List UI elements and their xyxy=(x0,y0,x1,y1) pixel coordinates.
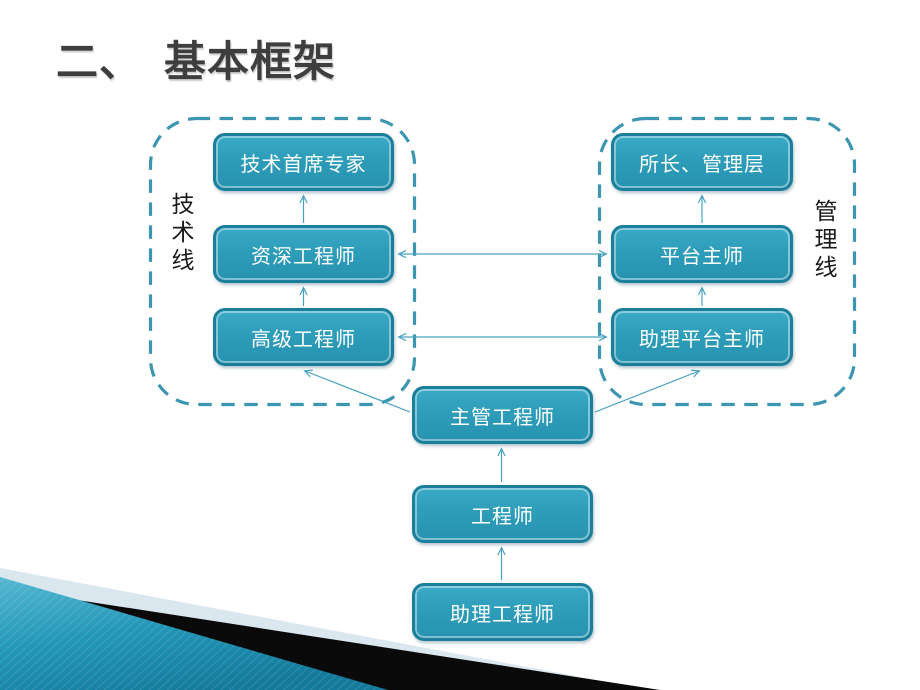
box-platform-master: 平台主师 xyxy=(611,225,793,283)
box-assistant-platform-master: 助理平台主师 xyxy=(611,308,793,366)
connector-supervising-to-assistant-platform xyxy=(594,369,701,413)
management-line-label: 管理线 xyxy=(811,199,837,283)
connector-supervising-to-advanced xyxy=(303,369,411,413)
slide-title: 二、 基本框架 xyxy=(56,38,337,85)
box-advanced-engineer: 高级工程师 xyxy=(213,308,394,366)
box-engineer: 工程师 xyxy=(412,485,593,543)
box-supervising-engineer: 主管工程师 xyxy=(412,386,593,444)
box-director-management: 所长、管理层 xyxy=(611,133,793,191)
decoration-teal-wedge-texture xyxy=(0,577,388,690)
technical-line-dashed-border xyxy=(148,116,417,407)
box-assistant-engineer: 助理工程师 xyxy=(412,583,593,641)
box-senior-engineer: 资深工程师 xyxy=(213,225,394,283)
technical-line-label: 技术线 xyxy=(168,192,194,276)
management-line-dashed-border xyxy=(597,116,857,407)
box-chief-technical-expert: 技术首席专家 xyxy=(213,133,394,191)
